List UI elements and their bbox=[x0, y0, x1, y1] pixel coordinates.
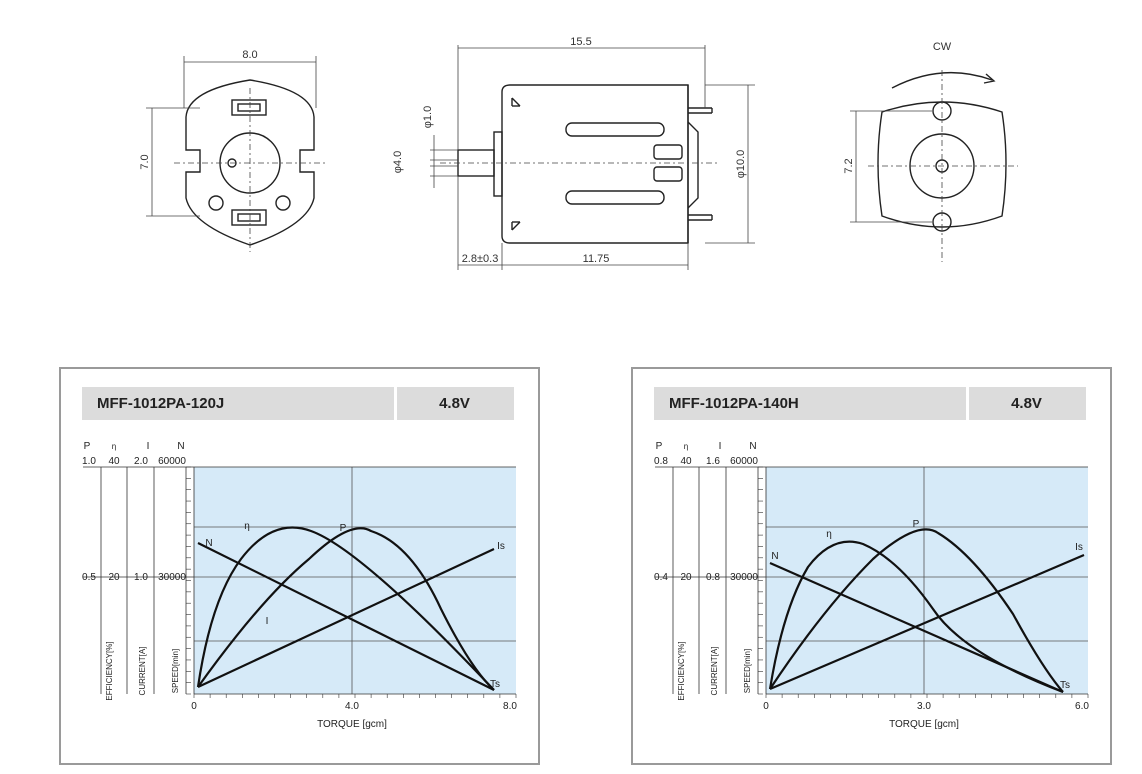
n-tick-max: 60000 bbox=[730, 456, 758, 467]
side-view-shaft-ext-label: 2.8±0.3 bbox=[462, 253, 499, 265]
x-tick-max: 6.0 bbox=[1075, 701, 1089, 712]
chart-2-model-bar: MFF-1012PA-140H bbox=[654, 387, 966, 420]
i-tick-max: 1.6 bbox=[706, 456, 720, 467]
curve-label-ts: Ts bbox=[490, 679, 500, 690]
side-view bbox=[457, 84, 713, 244]
curve-eta bbox=[768, 540, 1064, 694]
i-tick-max: 2.0 bbox=[134, 456, 148, 467]
motor-drawings: 8.0 7.0 bbox=[139, 36, 1018, 270]
side-view-shaft-label: φ1.0 bbox=[422, 106, 434, 128]
chart-2-voltage: 4.8V bbox=[1011, 395, 1042, 412]
left-view-height-label: 7.0 bbox=[139, 154, 151, 169]
axis-head-eta: η bbox=[112, 442, 116, 451]
x-tick-mid: 3.0 bbox=[917, 701, 931, 712]
x-tick-0: 0 bbox=[763, 701, 769, 712]
curve-p bbox=[769, 528, 1064, 693]
n-tick-mid: 30000 bbox=[730, 572, 758, 583]
plot-area bbox=[766, 467, 1088, 694]
speed-axis-title: SPEED[min] bbox=[171, 649, 180, 693]
chart-1-model-bar: MFF-1012PA-120J bbox=[82, 387, 394, 420]
curve-label-is: Is bbox=[497, 541, 505, 552]
x-axis-title: TORQUE [gcm] bbox=[889, 719, 959, 730]
eta-tick-mid: 20 bbox=[680, 572, 692, 583]
speed-axis-title: SPEED[min] bbox=[743, 649, 752, 693]
eta-tick-max: 40 bbox=[108, 456, 120, 467]
curve-n bbox=[197, 542, 495, 691]
axis-head-p: P bbox=[84, 441, 91, 452]
curve-label-eta: η bbox=[826, 529, 832, 540]
chart-2-voltage-bar: 4.8V bbox=[969, 387, 1086, 420]
i-tick-mid: 1.0 bbox=[134, 572, 148, 583]
curve-p bbox=[197, 527, 495, 691]
efficiency-axis-title: EFFICIENCY[%] bbox=[677, 641, 686, 700]
n-tick-mid: 30000 bbox=[158, 572, 186, 583]
curve-label-p: P bbox=[340, 523, 347, 534]
eta-tick-mid: 20 bbox=[108, 572, 120, 583]
curve-label-n: N bbox=[205, 538, 212, 549]
chart-1-voltage: 4.8V bbox=[439, 395, 470, 412]
axis-head-eta: η bbox=[684, 442, 688, 451]
efficiency-axis-title: EFFICIENCY[%] bbox=[105, 641, 114, 700]
curve-is bbox=[769, 553, 1085, 691]
side-view-length-label: 15.5 bbox=[570, 36, 591, 48]
n-tick-max: 60000 bbox=[158, 456, 186, 467]
x-tick-max: 8.0 bbox=[503, 701, 517, 712]
chart-1-voltage-bar: 4.8V bbox=[397, 387, 514, 420]
side-view-shaft-dia-label: φ4.0 bbox=[392, 151, 404, 173]
p-tick-mid: 0.4 bbox=[654, 572, 668, 583]
curve-label-ts: Ts bbox=[1060, 680, 1070, 691]
chart-1-model: MFF-1012PA-120J bbox=[97, 395, 225, 412]
p-tick-mid: 0.5 bbox=[82, 572, 96, 583]
curve-label-i: I bbox=[266, 616, 269, 627]
current-axis-title: CURRENT[A] bbox=[138, 647, 147, 696]
chart-2-model: MFF-1012PA-140H bbox=[669, 395, 799, 412]
left-view-width-label: 8.0 bbox=[242, 49, 257, 61]
plot-area bbox=[194, 467, 516, 694]
curve-eta bbox=[196, 526, 495, 691]
curve-label-n: N bbox=[771, 551, 778, 562]
x-axis-title: TORQUE [gcm] bbox=[317, 719, 387, 730]
eta-tick-max: 40 bbox=[680, 456, 692, 467]
right-end-view bbox=[877, 72, 1007, 232]
side-view-body-dia-label: φ10.0 bbox=[735, 150, 747, 179]
curve-label-eta: η bbox=[244, 521, 250, 532]
p-tick-max: 0.8 bbox=[654, 456, 668, 467]
rotation-direction-label: CW bbox=[933, 41, 952, 53]
axis-head-p: P bbox=[656, 441, 663, 452]
x-tick-0: 0 bbox=[191, 701, 197, 712]
current-axis-title: CURRENT[A] bbox=[710, 647, 719, 696]
axis-head-n: N bbox=[177, 441, 184, 452]
curve-label-is: Is bbox=[1075, 542, 1083, 553]
i-tick-mid: 0.8 bbox=[706, 572, 720, 583]
p-tick-max: 1.0 bbox=[82, 456, 96, 467]
curve-i bbox=[197, 548, 495, 688]
axis-head-n: N bbox=[749, 441, 756, 452]
right-view-height-label: 7.2 bbox=[843, 158, 855, 173]
curve-label-p: P bbox=[913, 519, 920, 530]
axis-head-i: I bbox=[147, 441, 150, 452]
axis-head-i: I bbox=[719, 441, 722, 452]
side-view-body-len-label: 11.75 bbox=[583, 253, 610, 265]
x-tick-mid: 4.0 bbox=[345, 701, 359, 712]
